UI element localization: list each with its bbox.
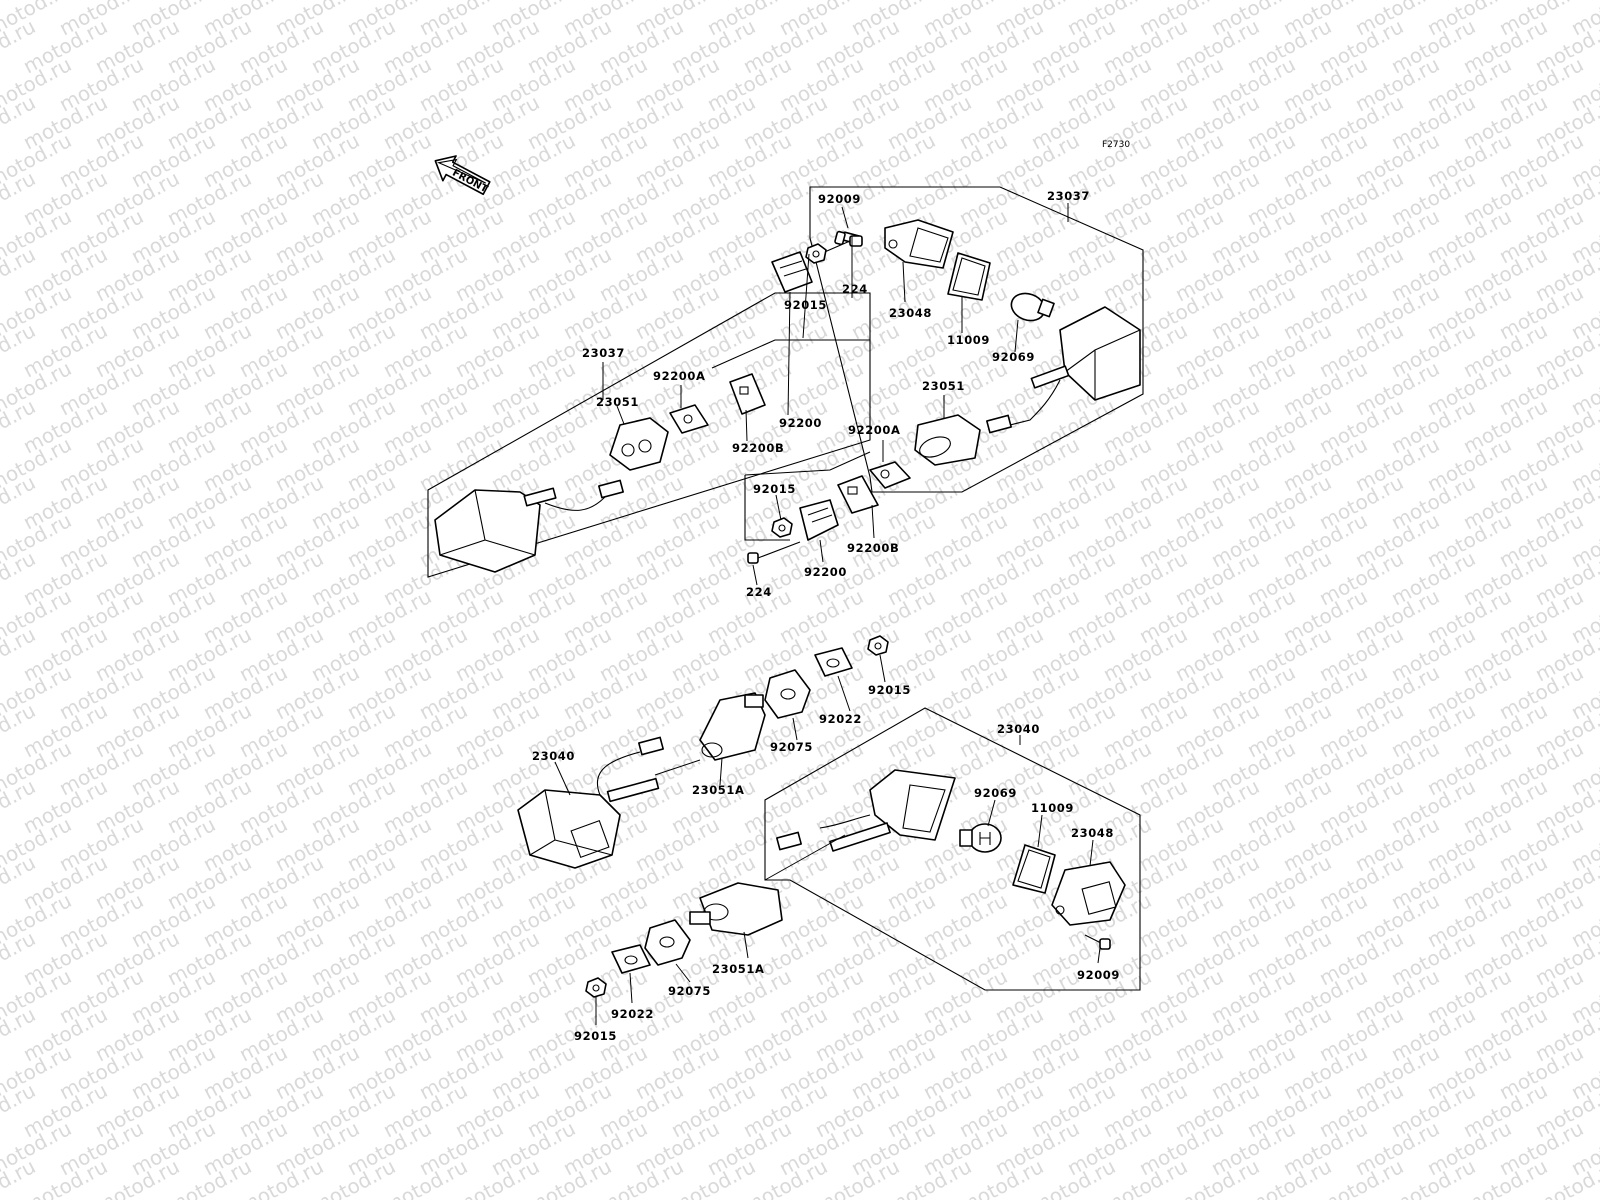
lens-23048-top	[884, 219, 954, 269]
frame-upper-right	[809, 186, 1144, 493]
frame-inner-bracket-2	[744, 475, 790, 541]
plate-92200B-left	[729, 373, 766, 415]
frame-upper-left	[427, 292, 871, 578]
callout-23037-left: 23037	[582, 346, 625, 360]
nut-92015-low	[585, 977, 607, 998]
housing-23037-top	[986, 306, 1141, 434]
housing-23037-left	[434, 479, 624, 573]
gasket-11009-top	[947, 252, 991, 301]
callout-labels: 92009 23037 23048 11009 92069 23051 9220…	[532, 189, 1120, 1043]
callout-224-bottom: 224	[746, 585, 772, 599]
callout-92015-mid: 92015	[753, 482, 796, 496]
lens-23048-low	[1051, 861, 1126, 926]
leader-lines	[554, 203, 1101, 1025]
nut-92015-mid	[771, 517, 793, 538]
bulb-92069-top	[1010, 292, 1055, 322]
grommet-23051A-r	[699, 692, 766, 761]
callout-92075-r: 92075	[770, 740, 813, 754]
callout-23040-left: 23040	[532, 749, 575, 763]
grommet-23051A-low	[689, 882, 783, 936]
figure-code: F2730	[1102, 140, 1130, 150]
callout-224-top: 224	[842, 282, 868, 296]
callout-92200B-left: 92200B	[732, 441, 784, 455]
callout-92075-low: 92075	[668, 984, 711, 998]
callout-23037-top: 23037	[1047, 189, 1090, 203]
screw-92009-low	[1084, 934, 1111, 950]
nut-92015-r	[867, 635, 889, 656]
callout-23051A-low: 23051A	[712, 962, 765, 976]
callout-92022-low: 92022	[611, 1007, 654, 1021]
callout-92022-r: 92022	[819, 712, 862, 726]
frame-lower-right	[764, 707, 1141, 991]
callout-92200-right: 92200	[804, 565, 847, 579]
bolt-224-top	[819, 235, 863, 255]
bracket-92200-right	[799, 499, 839, 541]
spacer-92075-low	[644, 919, 691, 966]
grommet-23051-right	[914, 414, 981, 466]
housing-23040-left	[517, 736, 664, 869]
callout-23040-right: 23040	[997, 722, 1040, 736]
callout-92200B-right: 92200B	[847, 541, 899, 555]
plate-92200A-right	[869, 461, 911, 489]
callout-11009-top: 11009	[947, 333, 990, 347]
plate-92200A-left	[669, 404, 709, 434]
plate-92200B-right	[837, 475, 879, 514]
callout-92015-upper: 92015	[784, 298, 827, 312]
callout-92069-low: 92069	[974, 786, 1017, 800]
frame-inner-bracket	[744, 451, 871, 476]
bulb-92069-low	[959, 823, 1002, 853]
callout-23048-low: 23048	[1071, 826, 1114, 840]
callout-92009-top: 92009	[818, 192, 861, 206]
washer-92022-low	[611, 944, 651, 974]
callout-23048-top: 23048	[889, 306, 932, 320]
gasket-11009-low	[1012, 844, 1056, 894]
frame-inner-middle	[711, 339, 870, 369]
spacer-92075-r	[764, 669, 811, 719]
callout-92069-top: 92069	[992, 350, 1035, 364]
housing-23040-right	[776, 769, 956, 852]
callout-92200-left: 92200	[779, 416, 822, 430]
callout-11009-low: 11009	[1031, 801, 1074, 815]
callout-92009-low: 92009	[1077, 968, 1120, 982]
nut-92015-upper	[805, 243, 827, 264]
grommet-23051-left	[609, 417, 669, 471]
callout-23051A-r: 23051A	[692, 783, 745, 797]
callout-23051-left: 23051	[596, 395, 639, 409]
callout-92200A-right: 92200A	[848, 423, 901, 437]
callout-92200A-left: 92200A	[653, 369, 706, 383]
callout-92015-low: 92015	[574, 1029, 617, 1043]
washer-92022-r	[814, 647, 853, 677]
bolt-224-bottom	[747, 541, 801, 564]
bracket-92200-left	[771, 251, 813, 293]
callout-92015-r: 92015	[868, 683, 911, 697]
callout-23051-right: 23051	[922, 379, 965, 393]
